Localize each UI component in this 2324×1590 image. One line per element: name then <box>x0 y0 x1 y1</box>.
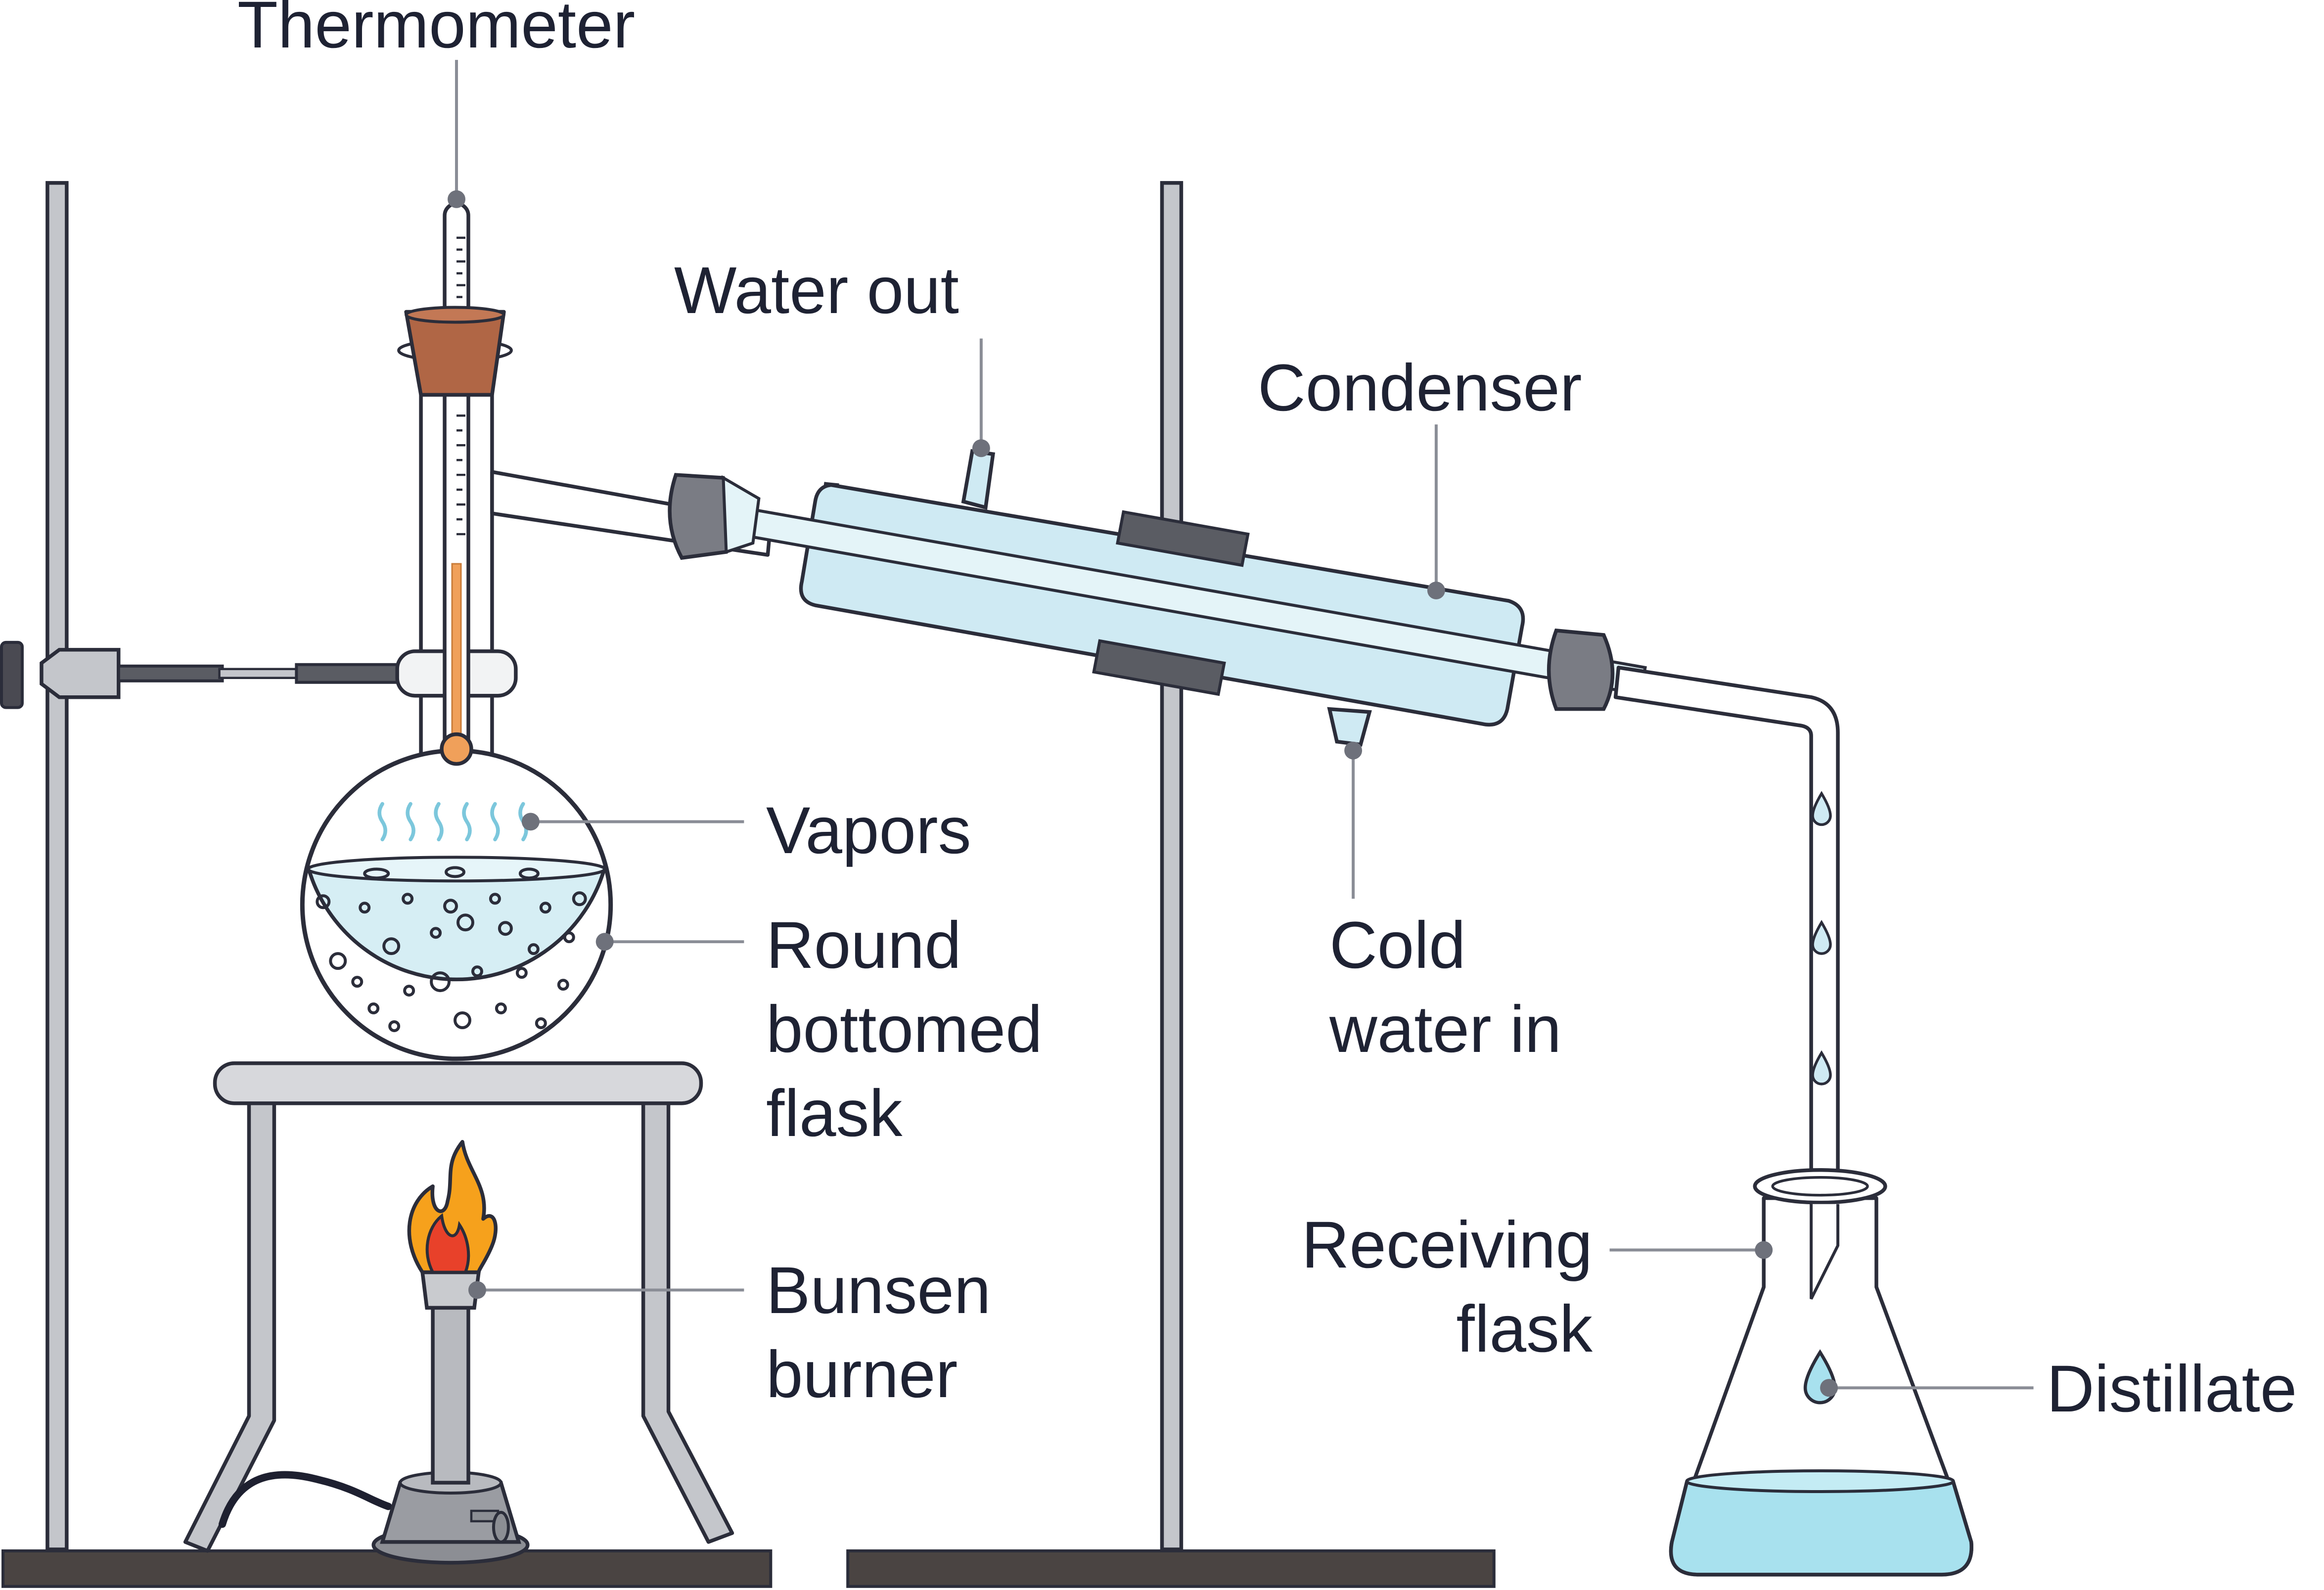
label-water-out: Water out <box>674 254 959 327</box>
condenser <box>668 449 1647 747</box>
label-round-bottomed-flask: Round bottomed flask <box>766 909 1043 1150</box>
label-receiving-flask: Receiving flask <box>1301 1208 1593 1366</box>
label-bunsen-burner: Bunsen burner <box>766 1254 991 1411</box>
delivery-tube <box>1613 666 1840 1218</box>
label-vapors: Vapors <box>766 794 971 867</box>
middle-retort-stand <box>846 181 1496 1588</box>
bubbles <box>316 866 587 1032</box>
flame <box>407 1140 498 1274</box>
receiving-flask <box>1669 1168 1973 1577</box>
leader-lines <box>448 60 2034 1397</box>
label-distillate: Distillate <box>2047 1352 2297 1426</box>
label-cold-water-in: Cold water in <box>1329 909 1562 1066</box>
drops <box>1811 791 1832 1086</box>
label-thermometer: Thermometer <box>237 0 636 62</box>
thermometer <box>397 202 513 766</box>
left-clamp <box>0 640 405 709</box>
tripod-stand <box>183 1061 734 1553</box>
bunsen-burner <box>219 1270 530 1565</box>
label-condenser: Condenser <box>1258 351 1582 425</box>
